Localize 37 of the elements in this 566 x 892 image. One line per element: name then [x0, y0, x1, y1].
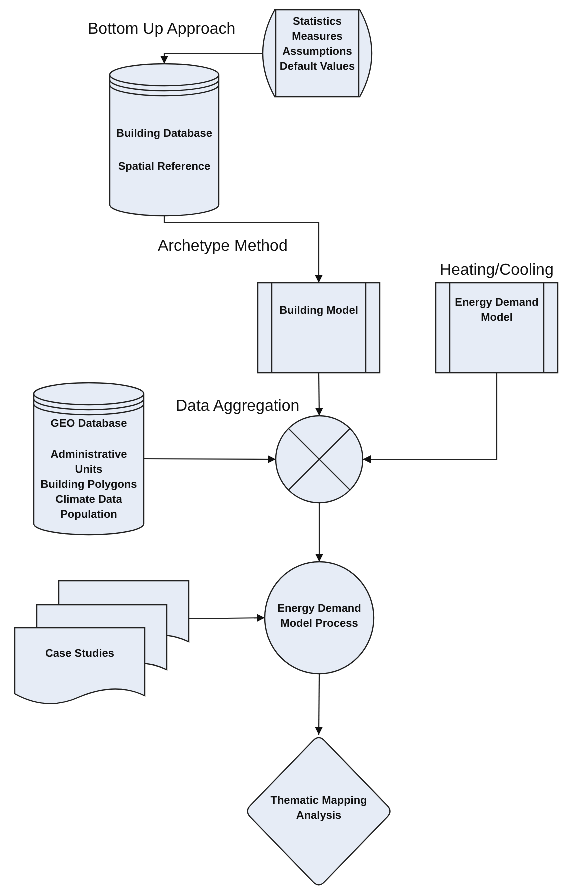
database-cylinder	[110, 64, 219, 216]
arrow	[315, 674, 324, 735]
decision-diamond	[245, 735, 393, 888]
summing-junction-circle	[276, 416, 363, 503]
arrow	[315, 373, 324, 416]
node-label: Building Database	[116, 127, 212, 142]
node-label: Spatial Reference	[118, 160, 211, 175]
node-label: Energy Demand Model Process	[276, 602, 362, 632]
node-label: Climate Data	[56, 493, 122, 508]
arrow	[189, 614, 265, 622]
arrow	[160, 52, 263, 64]
node-label: Default Values	[280, 60, 356, 75]
node-label: Building Polygons	[40, 478, 138, 493]
arrow	[144, 455, 276, 464]
node-label: Statistics	[293, 15, 342, 30]
arrow	[164, 216, 323, 283]
node-label: Energy Demand Model	[454, 296, 540, 326]
database-cylinder	[34, 383, 144, 535]
node-label: Population	[60, 508, 118, 523]
arrow	[316, 503, 324, 562]
node-label: Thematic Mapping Analysis	[270, 794, 368, 824]
node-label: Assumptions	[282, 45, 352, 60]
node-label: Administrative Units	[50, 448, 128, 478]
node-label: GEO Database	[50, 417, 128, 432]
predefined-process-box	[258, 283, 380, 373]
predefined-process-box	[436, 283, 558, 373]
arrow	[363, 373, 498, 464]
process-circle	[265, 562, 374, 674]
section-label: Archetype Method	[158, 238, 288, 256]
stored-data-shape	[263, 10, 372, 97]
node-label: Building Model	[280, 304, 358, 319]
multi-document-shape	[15, 581, 189, 706]
node-label: Case Studies	[44, 647, 116, 662]
annotation-label: Data Aggregation	[176, 398, 300, 416]
node-label: Measures	[292, 30, 343, 45]
annotation-label: Heating/Cooling	[440, 262, 554, 280]
section-label: Bottom Up Approach	[88, 21, 236, 39]
